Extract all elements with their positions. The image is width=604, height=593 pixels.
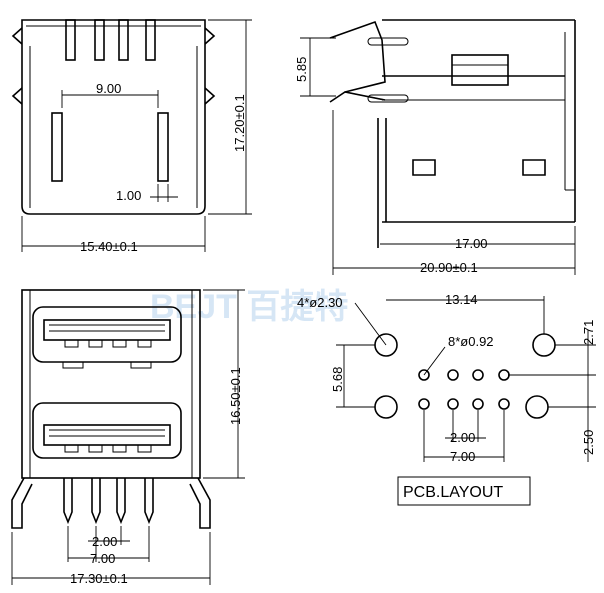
pcb-bottom-offset-dim: 2.50 — [581, 430, 596, 455]
stacked-pin-1 — [63, 478, 73, 525]
side-inner-length-dim: 17.00 — [455, 236, 488, 251]
front-view: 9.00 1.00 15.40±0.1 17.20±0.1 — [11, 19, 252, 254]
pin-hole-8 — [498, 398, 510, 410]
pin-hole-7 — [472, 398, 484, 410]
top-spring — [329, 20, 386, 93]
pin-hole-5 — [418, 398, 430, 410]
pcb-layout-title: PCB.LAYOUT — [403, 484, 503, 501]
contact-4 — [145, 19, 156, 61]
pin-hole-4 — [498, 369, 510, 381]
stacked-pin-4 — [144, 478, 154, 525]
right-leg — [157, 112, 169, 182]
contact-1 — [65, 19, 76, 61]
pcb-pitch-dim: 2.00 — [450, 430, 475, 445]
stacked-pitch-dim: 2.00 — [92, 534, 117, 549]
side-view: 5.85 17.00 20.90±0.1 — [294, 19, 576, 275]
side-height-dim: 5.85 — [294, 57, 309, 82]
pin-hole-2 — [447, 369, 459, 381]
front-pin-span-dim: 9.00 — [96, 81, 121, 96]
pin-hole-6 — [447, 398, 459, 410]
contact-3 — [118, 19, 129, 61]
stacked-height-dim: 16.50±0.1 — [228, 367, 243, 425]
front-width-dim: 15.40±0.1 — [80, 239, 138, 254]
mount-hole-bottom-right — [525, 395, 549, 419]
pin-hole-3 — [472, 369, 484, 381]
stacked-pin-2 — [91, 478, 101, 525]
right-clip-lower — [204, 87, 216, 105]
mount-hole-top-right — [532, 333, 556, 357]
left-mount-leg — [11, 477, 33, 529]
pin-hole-1 — [418, 369, 430, 381]
stacked-pin-3 — [116, 478, 126, 525]
lower-port-tongue — [43, 424, 171, 446]
lower-spring — [329, 91, 386, 103]
pcb-row-offset-dim: 5.68 — [330, 367, 345, 392]
pcb-layout-title-box — [397, 476, 531, 506]
front-body — [21, 19, 206, 215]
side-foot-right — [522, 159, 546, 176]
stacked-width-dim: 17.30±0.1 — [70, 571, 128, 586]
left-leg — [51, 112, 63, 182]
front-height-dim: 17.20±0.1 — [232, 94, 247, 152]
front-pin-width-dim: 1.00 — [116, 188, 141, 203]
pcb-top-offset-dim: 2.71 — [581, 320, 596, 345]
pcb-layout: 4*ø2.30 8*ø0.92 13.14 5.68 2.71 2.50 2.0… — [297, 292, 596, 506]
right-clip-upper — [204, 27, 216, 45]
upper-port-tongue — [43, 319, 171, 341]
right-mount-leg — [189, 477, 211, 529]
pcb-pin-span-dim: 7.00 — [450, 449, 475, 464]
lower-port — [32, 402, 182, 459]
pin-holes-dim: 8*ø0.92 — [448, 334, 494, 349]
upper-port — [32, 306, 182, 363]
mount-hole-bottom-left — [374, 395, 398, 419]
left-clip-lower — [11, 87, 23, 105]
side-foot-left — [412, 159, 436, 176]
stacked-view: 2.00 7.00 17.30±0.1 16.50±0.1 — [11, 289, 245, 586]
stacked-body — [21, 289, 201, 479]
pcb-hole-span-dim: 13.14 — [445, 292, 478, 307]
watermark: BEJT 百捷特 — [150, 288, 348, 326]
mount-holes-dim: 4*ø2.30 — [297, 295, 343, 310]
stacked-pin-span-dim: 7.00 — [90, 551, 115, 566]
left-clip-upper — [11, 27, 23, 45]
side-tab — [451, 54, 509, 86]
side-total-length-dim: 20.90±0.1 — [420, 260, 478, 275]
contact-2 — [94, 19, 105, 61]
